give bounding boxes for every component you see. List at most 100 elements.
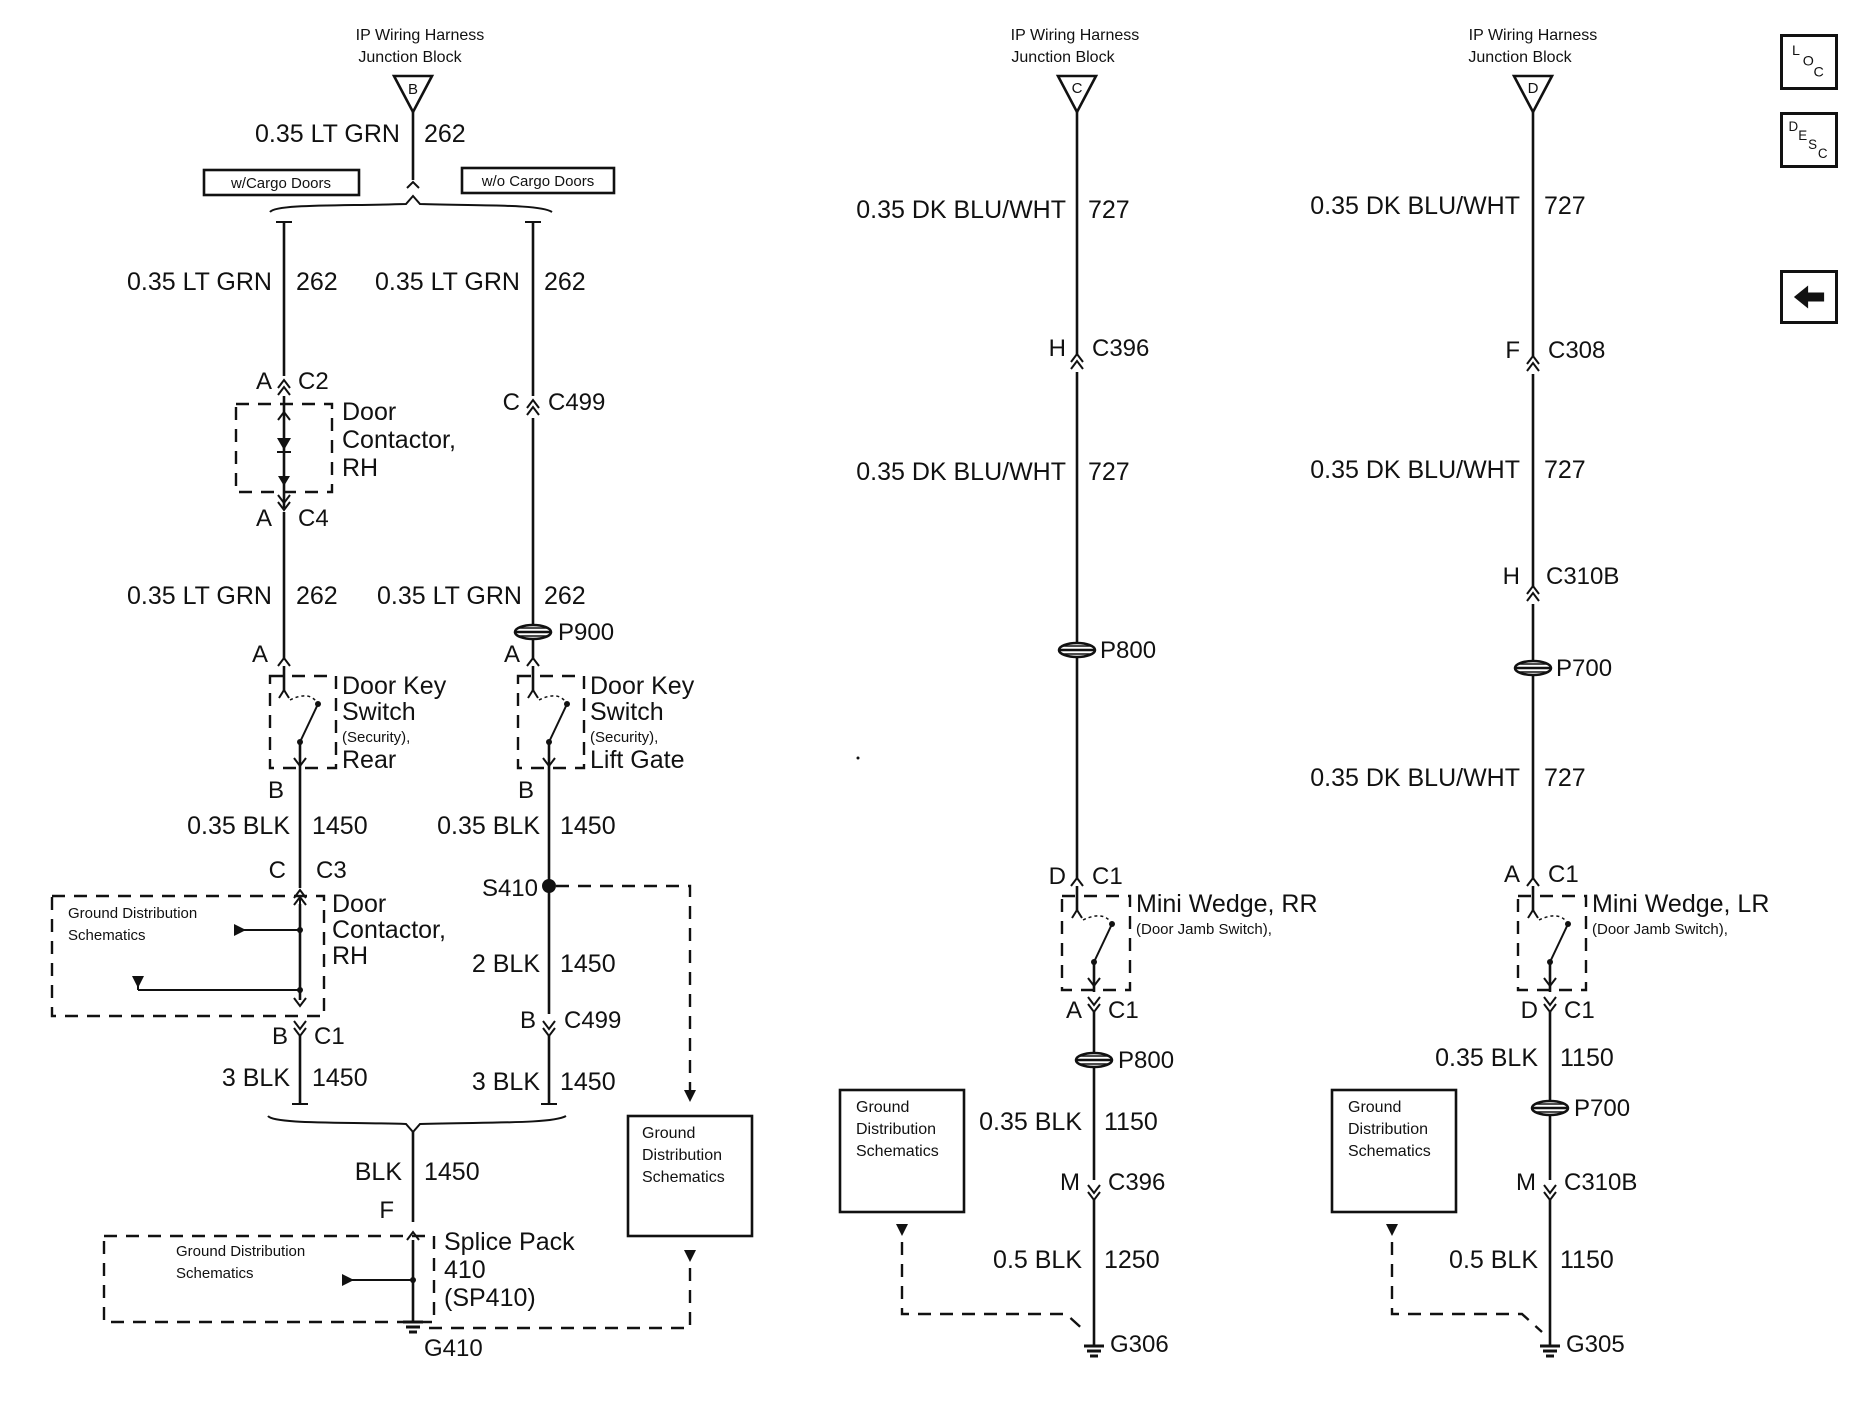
source-d-title-2: Junction Block — [1468, 49, 1572, 66]
left-arrow-icon — [1793, 285, 1825, 309]
connector-c310b-bottom-symbol — [1543, 1184, 1557, 1201]
wire-label-rear-blk: 0.35 BLK — [187, 812, 290, 840]
ground-ref-left-line1: Ground — [642, 1125, 695, 1142]
ground-ref-inline-1-line2: Schematics — [68, 927, 146, 944]
connector-c1-lr-bottom: C1 — [1564, 997, 1595, 1024]
passthrough-p700-bottom: P700 — [1574, 1095, 1630, 1122]
source-b-letter: B — [408, 81, 418, 98]
svg-text:C: C — [1813, 64, 1823, 80]
passthrough-p700-top: P700 — [1556, 655, 1612, 682]
key-switch-rear-line2: Switch — [342, 698, 416, 726]
circuit-label-lr-blk: 1150 — [1560, 1044, 1614, 1072]
ground-g306-icon — [1082, 1336, 1106, 1358]
wire-label-lr-05blk: 0.5 BLK — [1449, 1246, 1538, 1274]
wire-label-rr-blk: 0.35 BLK — [979, 1108, 1082, 1136]
pin-c1-left: B — [272, 1023, 288, 1050]
circuit-label-lift-2blk: 1450 — [560, 950, 616, 978]
connector-c1-rr-bottom-symbol — [1087, 996, 1101, 1013]
ground-ref-middle-line1: Ground — [856, 1099, 909, 1116]
connector-c310b-bottom: C310B — [1564, 1169, 1637, 1196]
connector-c396-top-symbol — [1070, 353, 1084, 370]
ground-ref-middle-line3: Schematics — [856, 1143, 939, 1160]
key-switch-rear-line3: (Security), — [342, 729, 410, 746]
connector-c1-lr-bottom-symbol — [1543, 996, 1557, 1013]
connector-c396-bottom-symbol — [1087, 1184, 1101, 1201]
circuit-label-rear-1: 262 — [296, 268, 338, 296]
source-c-title-2: Junction Block — [1011, 49, 1115, 66]
ground-ref-right-line3: Schematics — [1348, 1143, 1431, 1160]
pin-splice-f: F — [379, 1197, 394, 1224]
ground-ref-inline-1-line1: Ground Distribution — [68, 905, 197, 922]
loc-button[interactable]: L O C — [1780, 34, 1838, 90]
circuit-label-rear-3blk: 1450 — [312, 1064, 368, 1092]
svg-text:L: L — [1792, 43, 1800, 59]
splice-pack-410 — [102, 1234, 436, 1324]
wire-label-lr-1: 0.35 DK BLU/WHT — [1310, 192, 1520, 220]
door-contactor-1-line3: RH — [342, 454, 378, 482]
passthrough-p900-icon — [513, 623, 553, 641]
circuit-label-rear-2: 262 — [296, 582, 338, 610]
wire-label-rr-2: 0.35 DK BLU/WHT — [856, 458, 1066, 486]
mini-wedge-lr-line1: Mini Wedge, LR — [1592, 890, 1769, 918]
pin-key-rear-b: B — [268, 777, 284, 804]
back-button[interactable] — [1780, 270, 1838, 324]
pin-c396-bottom: M — [1060, 1169, 1080, 1196]
splice-pack-line2: 410 — [444, 1256, 486, 1284]
desc-button[interactable]: D E S C — [1780, 112, 1838, 168]
key-switch-lift-line1: Door Key — [590, 672, 695, 700]
connector-c499-bottom-symbol — [542, 1020, 556, 1037]
connector-c1-rr-top: C1 — [1092, 863, 1123, 890]
wire-label-lift-2: 0.35 LT GRN — [377, 582, 522, 610]
option-without-cargo-doors: w/o Cargo Doors — [460, 166, 616, 195]
ground-g305: G305 — [1566, 1331, 1625, 1358]
merge-brace-bottom — [267, 1115, 567, 1134]
source-b-title-2: Junction Block — [358, 49, 462, 66]
pin-key-lift-b: B — [518, 777, 534, 804]
connector-c1-left: C1 — [314, 1023, 345, 1050]
option-with-cargo-label: w/Cargo Doors — [230, 175, 331, 192]
circuit-label-lift-3blk: 1450 — [560, 1068, 616, 1096]
splice-pack-line3: (SP410) — [444, 1284, 536, 1312]
connector-c1-rr-bottom: C1 — [1108, 997, 1139, 1024]
passthrough-p800-bottom: P800 — [1118, 1047, 1174, 1074]
source-b-title-1: IP Wiring Harness — [356, 27, 485, 44]
ground-g305-icon — [1538, 1336, 1562, 1358]
source-c-title-1: IP Wiring Harness — [1011, 27, 1140, 44]
ground-ref-left-line3: Schematics — [642, 1169, 725, 1186]
wire-label-rr-05blk: 0.5 BLK — [993, 1246, 1082, 1274]
svg-text:E: E — [1798, 128, 1807, 143]
ground-ref-right-line2: Distribution — [1348, 1121, 1428, 1138]
wire-label-lift-1: 0.35 LT GRN — [375, 268, 520, 296]
connector-c499-top: C499 — [548, 389, 605, 416]
wire-label-rr-1: 0.35 DK BLU/WHT — [856, 196, 1066, 224]
connector-c310b-top-symbol — [1526, 585, 1540, 602]
pin-c1-lr-bottom: D — [1521, 997, 1538, 1024]
source-c-junction-block: IP Wiring Harness Junction Block C — [1011, 27, 1140, 115]
connector-c4: C4 — [298, 505, 329, 532]
wire-label-lift-3blk: 3 BLK — [472, 1068, 540, 1096]
mini-wedge-lr-line2: (Door Jamb Switch), — [1592, 921, 1728, 938]
circuit-label-rr-blk: 1150 — [1104, 1108, 1158, 1136]
pin-c1-rr-bottom: A — [1066, 997, 1082, 1024]
circuit-label-lr-3: 727 — [1544, 764, 1586, 792]
connector-c2-symbol — [277, 379, 291, 396]
ground-g410-icon — [401, 1312, 425, 1334]
connector-c396-bottom: C396 — [1108, 1169, 1165, 1196]
mini-wedge-rr-line2: (Door Jamb Switch), — [1136, 921, 1272, 938]
circuit-label-lift-2: 262 — [544, 582, 586, 610]
wire-label-rear-2: 0.35 LT GRN — [127, 582, 272, 610]
circuit-label-lift-blk: 1450 — [560, 812, 616, 840]
circuit-label-rear-blk: 1450 — [312, 812, 368, 840]
passthrough-p800-bottom-icon — [1074, 1051, 1114, 1069]
circuit-label-merged: 1450 — [424, 1158, 480, 1186]
source-d-letter: D — [1528, 80, 1539, 97]
ground-ref-left-line2: Distribution — [642, 1147, 722, 1164]
fork-top-connector — [406, 180, 420, 189]
connector-c499-top-symbol — [526, 399, 540, 416]
circuit-label-rr-2: 727 — [1088, 458, 1130, 486]
pin-c310b-top: H — [1503, 563, 1520, 590]
wire-label-rear-3blk: 3 BLK — [222, 1064, 290, 1092]
key-switch-lift-line3: (Security), — [590, 729, 658, 746]
connector-c1-left-symbol — [293, 1020, 307, 1037]
ground-ref-middle-line2: Distribution — [856, 1121, 936, 1138]
